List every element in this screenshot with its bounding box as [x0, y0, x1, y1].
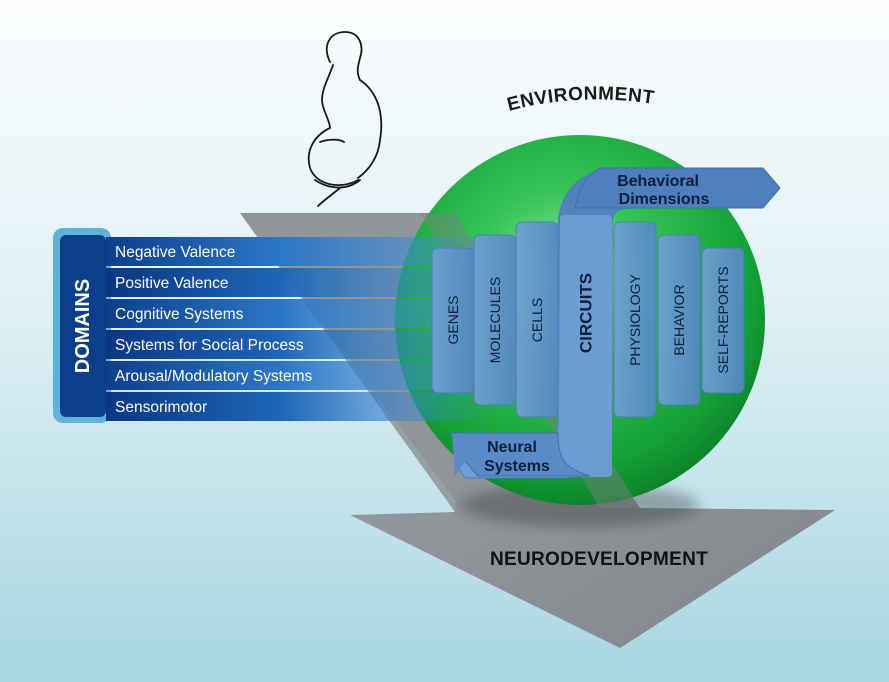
domain-item-label: Systems for Social Process — [115, 337, 304, 354]
domain-row-bar — [106, 330, 496, 359]
behavioral-dimensions-arrow: Behavioral Dimensions — [574, 167, 781, 209]
neural-systems-arrow: Neural Systems — [449, 432, 591, 477]
domain-item-label: Positive Valence — [115, 275, 228, 292]
unit-behavior-label: BEHAVIOR — [671, 284, 687, 355]
unit-genes-label: GENES — [445, 295, 461, 344]
domain-item-label: Cognitive Systems — [115, 306, 244, 323]
unit-circuits — [560, 215, 612, 477]
domain-item-label: Arousal/Modulatory Systems — [115, 368, 313, 385]
behavioral-line1: Behavioral — [617, 173, 699, 190]
unit-cells-label: CELLS — [529, 298, 545, 342]
unit-physiology — [613, 221, 657, 418]
domain-row-bar — [106, 299, 496, 328]
unit-self-reports-label: SELF-REPORTS — [715, 266, 731, 373]
domain-row-bar — [106, 237, 496, 266]
domain-row-bar — [106, 268, 496, 297]
neural-line1: Neural — [487, 439, 537, 456]
neurodevelopment-label: NEURODEVELOPMENT — [490, 549, 708, 570]
unit-circuits-label: CIRCUITS — [577, 273, 596, 353]
units-of-analysis: GENES MOLECULES CELLS CIRCUITS PHYSIOLOG… — [431, 167, 745, 479]
pregnant-woman-icon — [307, 31, 383, 207]
unit-molecules-label: MOLECULES — [487, 277, 503, 363]
behavioral-line2: Dimensions — [619, 191, 710, 208]
domains-title: DOMAINS — [72, 279, 94, 373]
unit-behavior — [657, 234, 701, 406]
domain-row-bar — [106, 361, 496, 390]
unit-self-reports — [701, 247, 745, 394]
domains-title-bar — [60, 235, 106, 417]
neural-line2: Systems — [484, 458, 550, 475]
domain-row-bar — [106, 392, 496, 421]
unit-physiology-label: PHYSIOLOGY — [627, 273, 643, 365]
domain-item-label: Negative Valence — [115, 244, 235, 261]
domain-item-label: Sensorimotor — [115, 399, 207, 416]
